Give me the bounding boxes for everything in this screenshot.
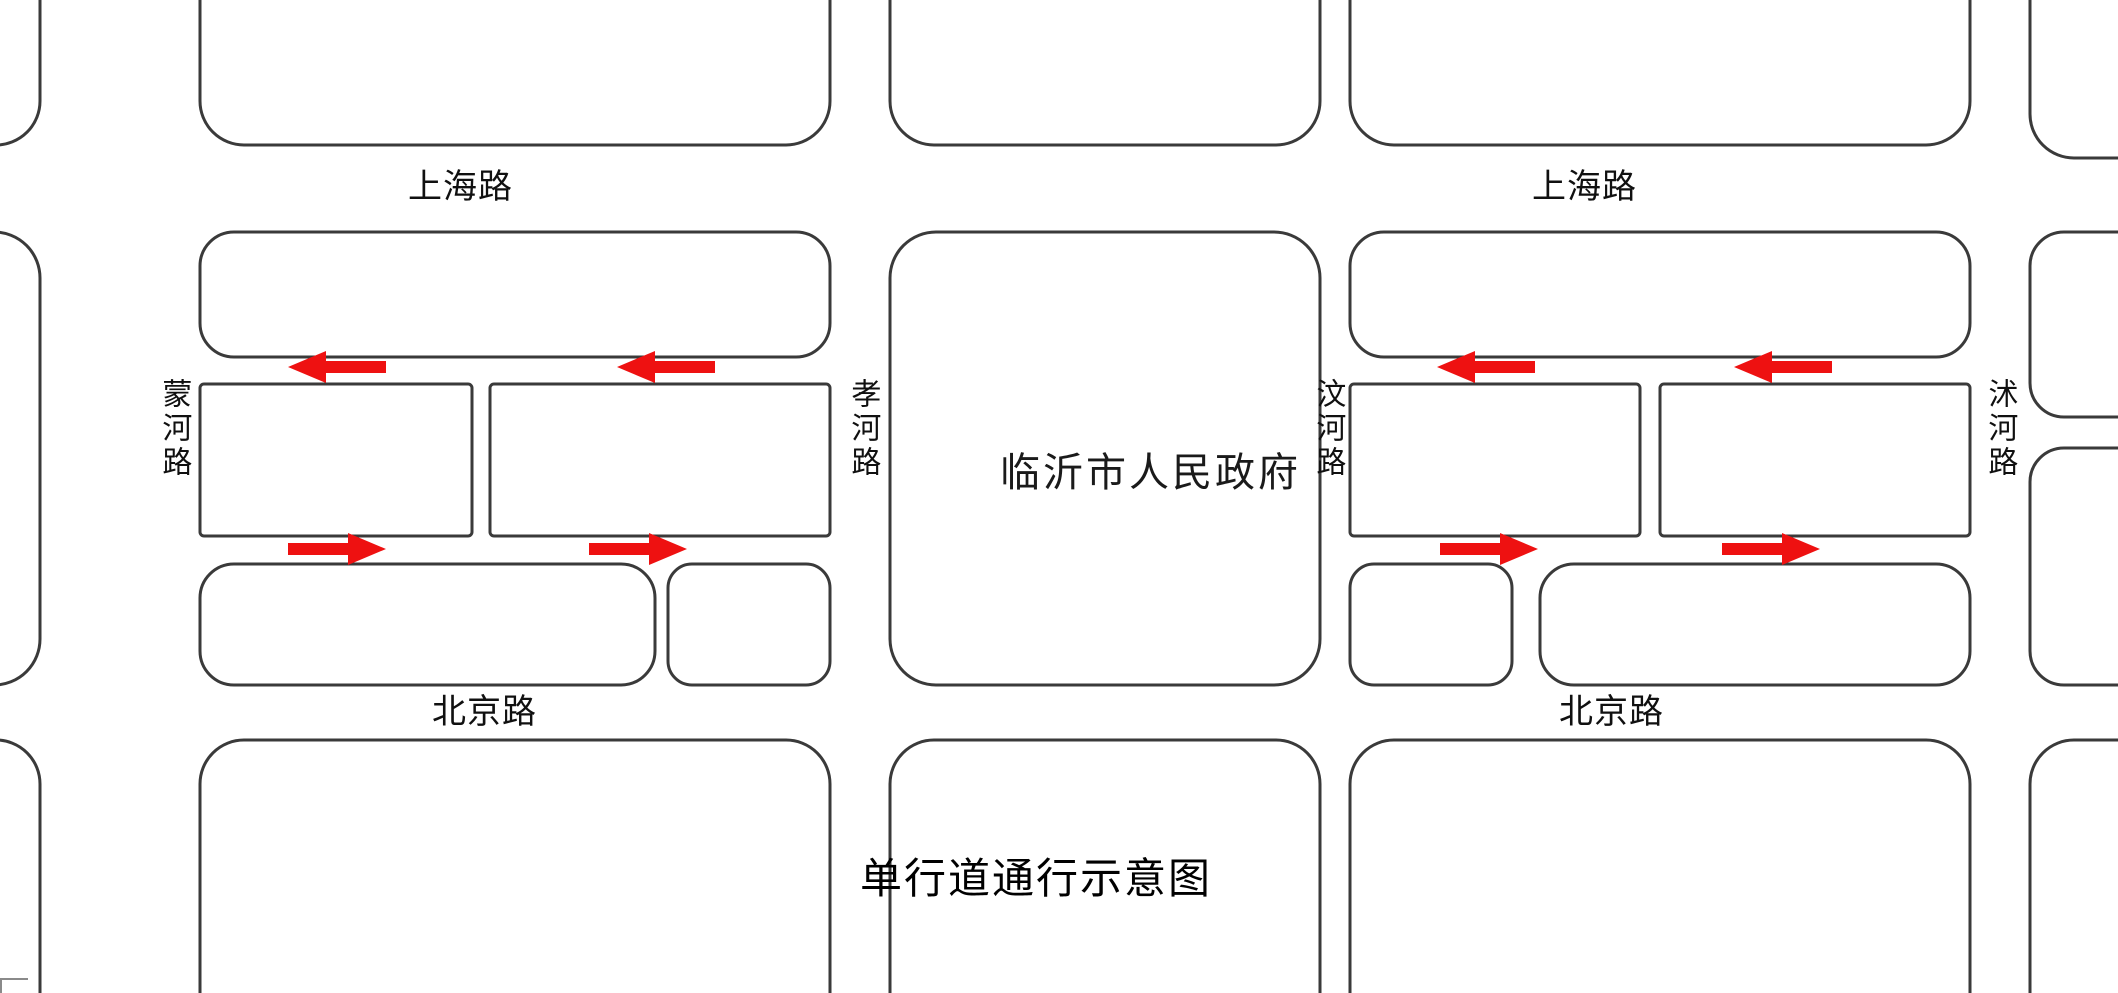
block-mid-far-right-upper: [2028, 230, 2118, 419]
arrow-left-top-b: [617, 351, 715, 383]
block-left-nw: [198, 382, 474, 538]
landmark-label-government: 临沂市人民政府: [1000, 450, 1301, 496]
arrow-right-bottom-a: [1440, 533, 1538, 565]
arrow-left-bottom-b: [589, 533, 687, 565]
block-mid-far-left: [0, 230, 42, 687]
block-bottom-far-left: [0, 738, 42, 993]
figure-title: 单行道通行示意图: [860, 854, 1213, 903]
block-right-south-wide: [1538, 562, 1972, 687]
block-top-far-left: [0, 0, 42, 147]
road-label-shanghai-lu-right: 上海路: [1532, 167, 1637, 207]
block-bottom-right: [1348, 738, 1972, 993]
road-label-shanghai-lu-left: 上海路: [408, 167, 513, 207]
block-bottom-center: [888, 738, 1322, 993]
block-left-south-wide: [198, 562, 657, 687]
one-way-arrows: [288, 351, 1832, 565]
road-label-beijing-lu-right: 北京路: [1559, 692, 1664, 732]
road-label-shu-he-lu: 沭河路: [1982, 378, 2018, 480]
arrow-left-bottom-a: [288, 533, 386, 565]
arrow-right-top-b: [1734, 351, 1832, 383]
arrow-left-top-a: [288, 351, 386, 383]
road-label-xiao-he-lu: 孝河路: [845, 378, 881, 480]
road-label-wen-he-lu: 汶河路: [1310, 378, 1346, 480]
road-label-beijing-lu-left: 北京路: [432, 692, 537, 732]
block-top-center: [888, 0, 1322, 147]
block-left-south-small: [666, 562, 832, 687]
block-right-nw: [1348, 382, 1642, 538]
block-top-left: [198, 0, 832, 147]
block-right-ne: [1658, 382, 1972, 538]
block-right-south-small: [1348, 562, 1514, 687]
block-bottom-left: [198, 738, 832, 993]
arrow-right-top-a: [1437, 351, 1535, 383]
block-left-ne: [488, 382, 832, 538]
block-government: [888, 230, 1322, 687]
arrow-right-bottom-b: [1722, 533, 1820, 565]
page-corner-mark: [0, 978, 28, 993]
block-bottom-far-right: [2028, 738, 2118, 993]
block-top-right: [1348, 0, 1972, 147]
block-right-north-strip: [1348, 230, 1972, 359]
block-top-far-right: [2028, 0, 2118, 160]
road-label-meng-he-lu: 蒙河路: [156, 378, 192, 480]
block-mid-far-right-lower: [2028, 446, 2118, 687]
block-left-north-strip: [198, 230, 832, 359]
